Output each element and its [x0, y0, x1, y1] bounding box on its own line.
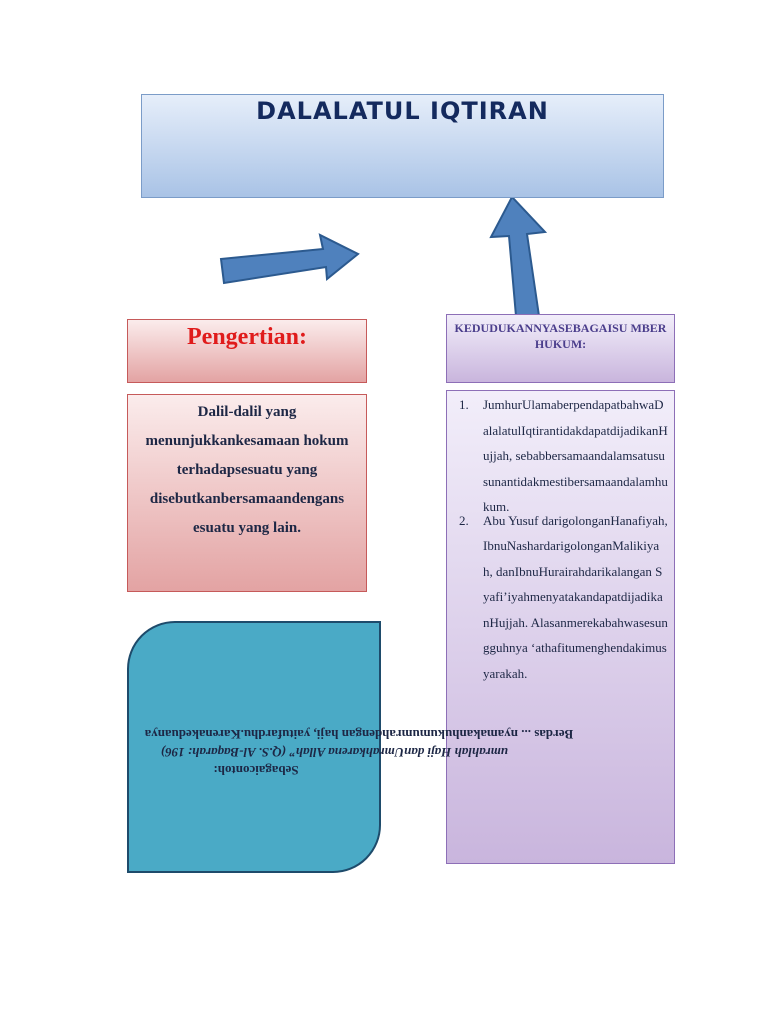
example-label: Sebagaicontoh: — [213, 763, 299, 778]
list-item-number: 2. — [459, 512, 469, 528]
pengertian-heading: Pengertian: — [187, 324, 307, 350]
kedudukan-heading: KEDUDUKANNYASEBAGAISU MBERHUKUM: — [454, 321, 667, 351]
example-citation-line: umrahlah Haji danUmrahkarena Allah” (Q.S… — [160, 745, 508, 760]
kedudukan-list: 1. JumhurUlamaberpendapatbahwaDalalatulI… — [447, 392, 674, 686]
pengertian-text: Dalil-dalil yang menunjukkankesamaan hok… — [145, 404, 349, 536]
example-text-line: Berdas ... nyamakanhukumumrahdengan haji… — [144, 727, 574, 742]
right-arrow-icon — [219, 233, 360, 285]
up-arrow-icon — [489, 195, 548, 317]
list-item-text: Abu Yusuf darigolonganHanafiyah, IbnuNas… — [483, 512, 668, 681]
kedudukan-heading-box: KEDUDUKANNYASEBAGAISU MBERHUKUM: — [446, 314, 675, 383]
list-item-number: 1. — [459, 397, 469, 412]
list-item: 1. JumhurUlamaberpendapatbahwaDalalatulI… — [447, 392, 674, 520]
list-item: 2. Abu Yusuf darigolonganHanafiyah, Ibnu… — [447, 508, 674, 687]
pengertian-heading-box: Pengertian: — [127, 319, 367, 383]
list-item-text: JumhurUlamaberpendapatbahwaDalalatulIqti… — [483, 397, 668, 514]
example-box — [127, 621, 381, 873]
pengertian-body-box: Dalil-dalil yang menunjukkankesamaan hok… — [127, 394, 367, 592]
page-title: DALALATUL IQTIRAN — [256, 97, 549, 125]
kedudukan-list-box: 1. JumhurUlamaberpendapatbahwaDalalatulI… — [446, 390, 675, 864]
title-box: DALALATUL IQTIRAN — [141, 94, 664, 198]
